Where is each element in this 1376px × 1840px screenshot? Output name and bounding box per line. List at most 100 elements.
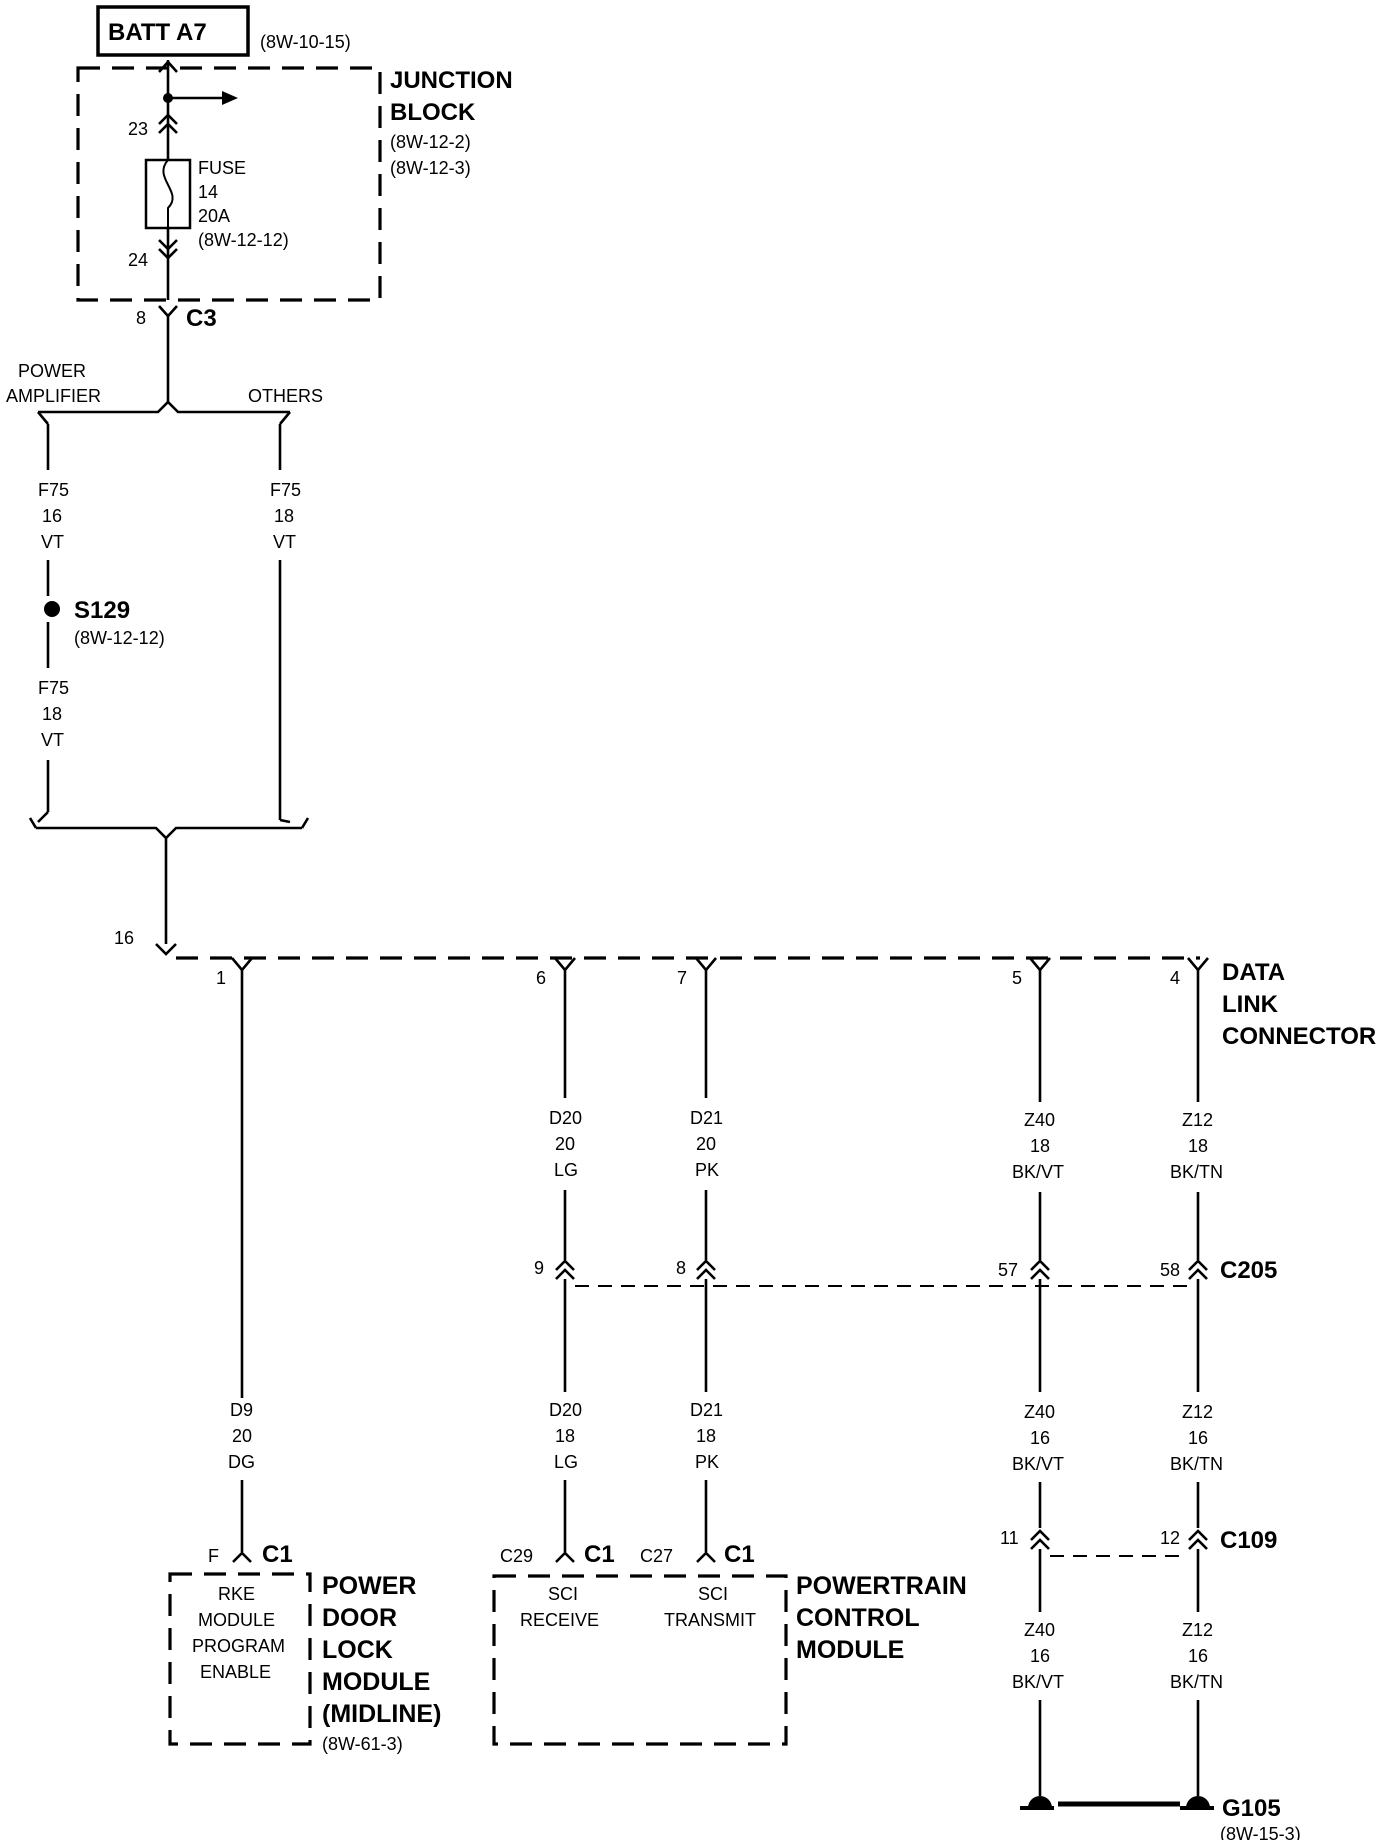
wire-z12-top-circuit: Z12 <box>1182 1110 1213 1130</box>
pcm-pin-a: C29 <box>500 1546 533 1566</box>
wire-z40-top-gauge: 18 <box>1030 1136 1050 1156</box>
branch-left-2: AMPLIFIER <box>6 386 101 406</box>
c205-pin-57: 57 <box>998 1260 1018 1280</box>
wire-d9-circuit: D9 <box>230 1400 253 1420</box>
dlc-pin-6: 6 <box>536 968 546 988</box>
fuse-label-2: 14 <box>198 182 218 202</box>
wire-f75-left-top-gauge: 16 <box>42 506 62 526</box>
dlc-connector <box>155 943 1209 973</box>
fuse-pin-in: 23 <box>128 119 148 139</box>
pcm-conn-a: C1 <box>584 1541 615 1568</box>
c205-connector <box>555 1259 1208 1287</box>
batt-ref: (8W-10-15) <box>260 32 351 52</box>
ground-ref: (8W-15-3) <box>1220 1824 1301 1840</box>
splice-label: S129 <box>74 597 130 624</box>
wire-d20-bot-circuit: D20 <box>549 1400 582 1420</box>
wire-d21-top-gauge: 20 <box>696 1134 716 1154</box>
wire-z12-top-gauge: 18 <box>1188 1136 1208 1156</box>
c109-pin-11: 11 <box>1000 1528 1019 1548</box>
wire-d20-top-gauge: 20 <box>555 1134 575 1154</box>
wire-f75-left-bottom-gauge: 18 <box>42 704 62 724</box>
junction-block-ref-1: (8W-12-2) <box>390 132 471 152</box>
pdlm-name-3: LOCK <box>322 1636 393 1664</box>
pdlm-ref: (8W-61-3) <box>322 1734 403 1754</box>
pdlm-conn: C1 <box>262 1541 293 1568</box>
wire-d21-top-circuit: D21 <box>690 1108 723 1128</box>
branch-split <box>37 390 291 470</box>
pcm-outline <box>492 1574 788 1746</box>
junction-block-ref-2: (8W-12-3) <box>390 158 471 178</box>
pdlm-name-2: DOOR <box>322 1604 397 1632</box>
wire-d20-bot-color: LG <box>554 1452 578 1472</box>
c205-pin-58: 58 <box>1160 1260 1180 1280</box>
ground-label: G105 <box>1222 1795 1281 1822</box>
pcm-name-1: POWERTRAIN <box>796 1572 967 1600</box>
wire-d20-top-color: LG <box>554 1160 578 1180</box>
ground-g105 <box>1020 1796 1214 1810</box>
pcm-tx-1: SCI <box>698 1584 728 1604</box>
pcm-name-2: CONTROL <box>796 1604 920 1632</box>
c205-label: C205 <box>1220 1257 1277 1284</box>
wire-z40-bot-color: BK/VT <box>1012 1672 1064 1692</box>
wire-z12-mid-color: BK/TN <box>1170 1454 1223 1474</box>
wire-z12-mid-gauge: 16 <box>1188 1428 1208 1448</box>
dlc-pin-7: 7 <box>677 968 687 988</box>
pcm-conn-b: C1 <box>724 1541 755 1568</box>
c109-connector <box>1030 1529 1208 1557</box>
dlc-name-1: DATA <box>1222 959 1285 986</box>
wire-d21-bot-circuit: D21 <box>690 1400 723 1420</box>
pdlm-name-1: POWER <box>322 1572 416 1600</box>
splice-ref: (8W-12-12) <box>74 628 165 648</box>
c205-pin-8: 8 <box>676 1258 686 1278</box>
fuse-label-1: FUSE <box>198 158 246 178</box>
wire-f75-left-bottom-circuit: F75 <box>38 678 69 698</box>
pdlm-func-1: RKE <box>218 1584 255 1604</box>
wire-d21-bot-gauge: 18 <box>696 1426 716 1446</box>
wire-z40-top-color: BK/VT <box>1012 1162 1064 1182</box>
pcm-pin-b: C27 <box>640 1546 673 1566</box>
wire-d21-bot-color: PK <box>695 1452 719 1472</box>
wire-d20-bot-gauge: 18 <box>555 1426 575 1446</box>
wire-z12-bot-color: BK/TN <box>1170 1672 1223 1692</box>
wire-z12-bot-circuit: Z12 <box>1182 1620 1213 1640</box>
wire-f75-right-color: VT <box>273 532 296 552</box>
batt-label: BATT A7 <box>108 19 207 46</box>
junction-block-name-1: JUNCTION <box>390 67 513 94</box>
c205-pin-9: 9 <box>534 1258 544 1278</box>
branch-left-1: POWER <box>18 361 86 381</box>
c3-pin: 8 <box>136 308 146 328</box>
wire-f75-left-top-circuit: F75 <box>38 480 69 500</box>
pdlm-func-3: PROGRAM <box>192 1636 285 1656</box>
junction-block-name-2: BLOCK <box>390 99 476 126</box>
batt-box <box>96 5 250 57</box>
dlc-pin-1: 1 <box>216 968 226 988</box>
dlc-pin-4: 4 <box>1170 968 1180 988</box>
wire-d9-gauge: 20 <box>232 1426 252 1446</box>
pdlm-name-5: (MIDLINE) <box>322 1700 441 1728</box>
dlc-pin-16: 16 <box>114 928 134 948</box>
pcm-tx-2: TRANSMIT <box>664 1610 756 1630</box>
wire-z12-mid-circuit: Z12 <box>1182 1402 1213 1422</box>
wire-f75-left-bottom-color: VT <box>41 730 64 750</box>
pdlm-pin: F <box>208 1546 219 1566</box>
pcm-rx-2: RECEIVE <box>520 1610 599 1630</box>
c109-pin-12: 12 <box>1160 1528 1180 1548</box>
dlc-name-2: LINK <box>1222 991 1279 1018</box>
wire-z12-bot-gauge: 16 <box>1188 1646 1208 1666</box>
wire-f75-left-top-color: VT <box>41 532 64 552</box>
junction-block-outline <box>76 66 382 302</box>
pdlm-func-2: MODULE <box>198 1610 275 1630</box>
wire-z40-bot-gauge: 16 <box>1030 1646 1050 1666</box>
c3-connector <box>158 305 178 390</box>
wire-z40-top-circuit: Z40 <box>1024 1110 1055 1130</box>
batt-feed-wire <box>158 60 238 160</box>
dlc-pin-5: 5 <box>1012 968 1022 988</box>
branch-merge <box>28 811 310 944</box>
pdlm-func-4: ENABLE <box>200 1662 271 1682</box>
wire-z40-mid-gauge: 16 <box>1030 1428 1050 1448</box>
pdlm-connector <box>232 1551 252 1563</box>
wire-f75-right-gauge: 18 <box>274 506 294 526</box>
pdlm-outline <box>168 1572 312 1746</box>
c109-label: C109 <box>1220 1527 1277 1554</box>
